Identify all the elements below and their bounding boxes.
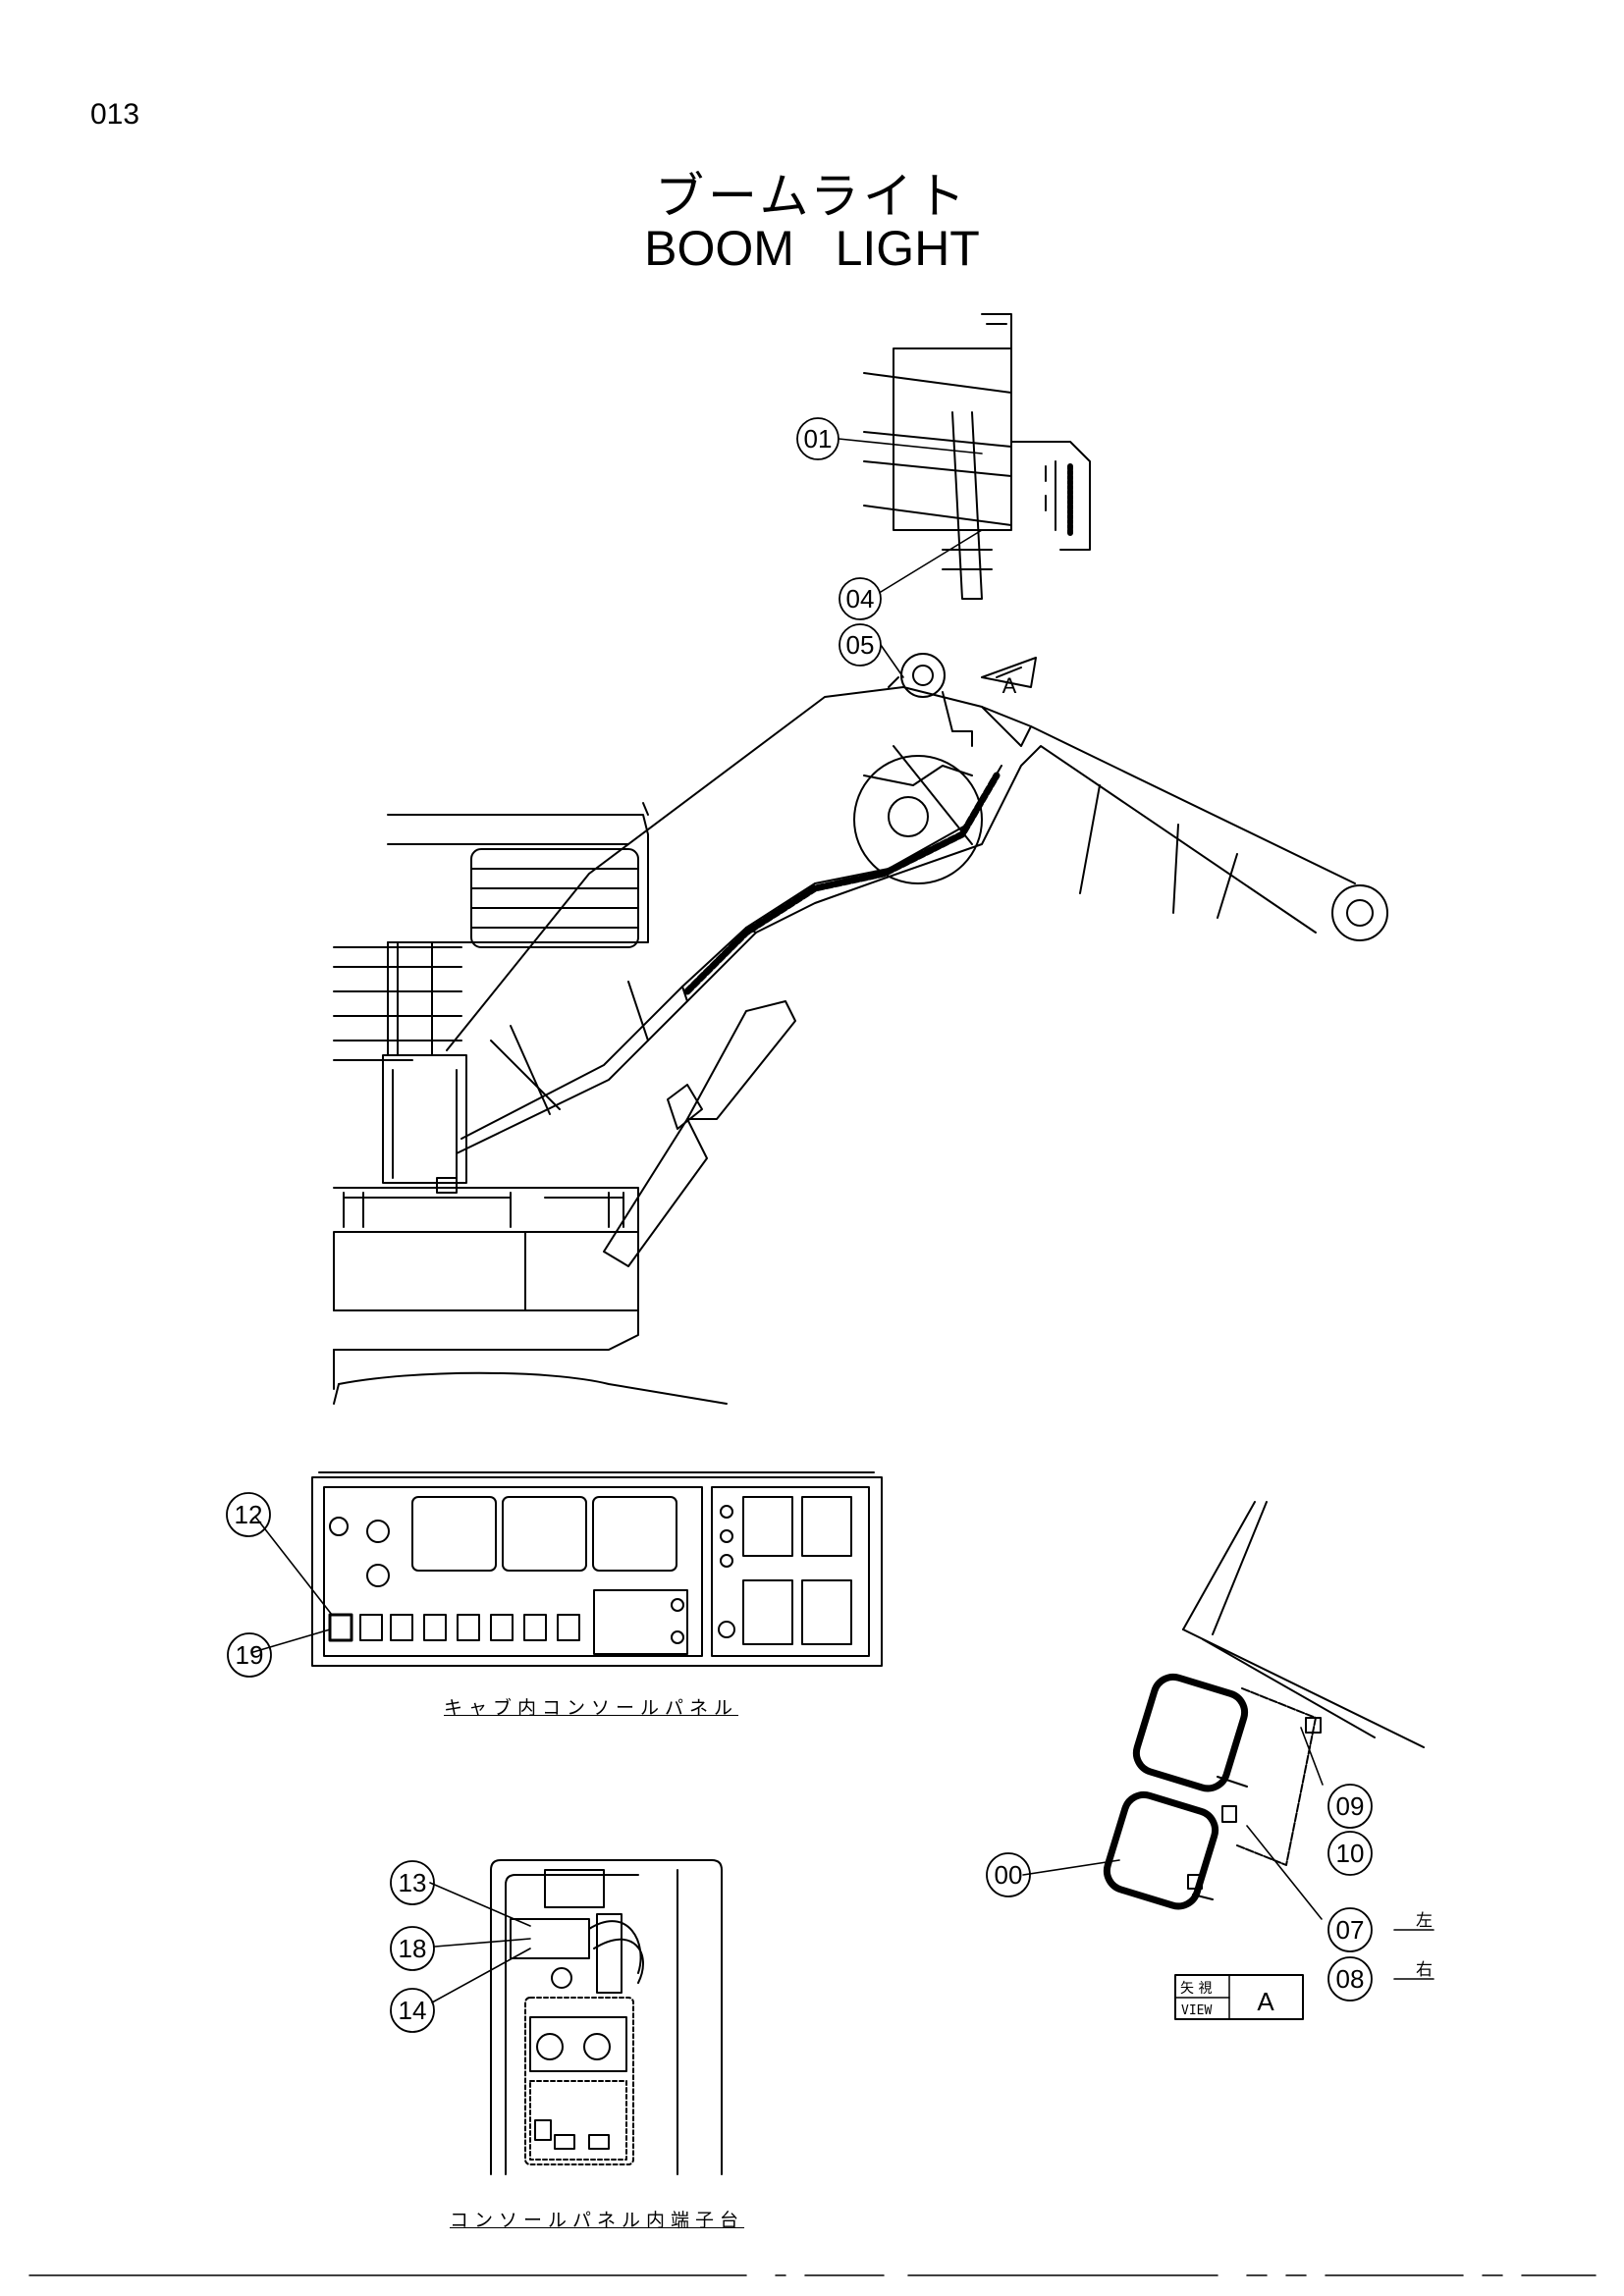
boom-cylinder (603, 1000, 796, 1267)
side-label-right: 右 (1416, 1960, 1433, 1980)
terminal-block (490, 1859, 723, 2175)
title-japanese: ブームライト (655, 168, 969, 225)
light-mount-detail (863, 313, 1091, 600)
callout-18: 18 (399, 1934, 427, 1963)
console-panel (311, 1471, 883, 1667)
leader-lines (252, 438, 1435, 2003)
callout-labels: 01 04 05 12 19 13 18 14 00 09 10 07 08 左… (235, 424, 1433, 2025)
caption-console-panel: キャブ内コンソールパネル (444, 1697, 739, 1719)
machine-body (333, 802, 728, 1405)
caption-terminal-block: コンソールパネル内端子台 (450, 2210, 745, 2231)
callout-00: 00 (995, 1860, 1023, 1890)
view-arrow-letter: A (1002, 673, 1017, 698)
view-a-detail (1103, 1501, 1425, 1910)
callout-05: 05 (846, 630, 875, 660)
callout-01: 01 (804, 424, 833, 454)
callout-08: 08 (1336, 1964, 1365, 1994)
boom (446, 653, 1388, 1154)
callout-10: 10 (1336, 1839, 1365, 1868)
view-a-box: 矢 視 VIEW A (1174, 1974, 1304, 2020)
callout-13: 13 (399, 1868, 427, 1897)
title-english: BOOM LIGHT (644, 221, 980, 276)
view-box-jp: 矢 視 (1180, 1981, 1212, 1997)
view-box-en: VIEW (1181, 2003, 1212, 2018)
view-arrow-a: A (981, 657, 1037, 698)
view-box-letter: A (1257, 1987, 1274, 2016)
page-number: 013 (90, 98, 140, 131)
callout-19: 19 (236, 1640, 264, 1670)
callout-07: 07 (1336, 1915, 1365, 1945)
callout-12: 12 (235, 1500, 263, 1529)
callout-circles (226, 417, 1373, 2033)
side-label-left: 左 (1416, 1911, 1433, 1931)
callout-09: 09 (1336, 1791, 1365, 1821)
callout-04: 04 (846, 584, 875, 614)
callout-14: 14 (399, 1996, 427, 2025)
